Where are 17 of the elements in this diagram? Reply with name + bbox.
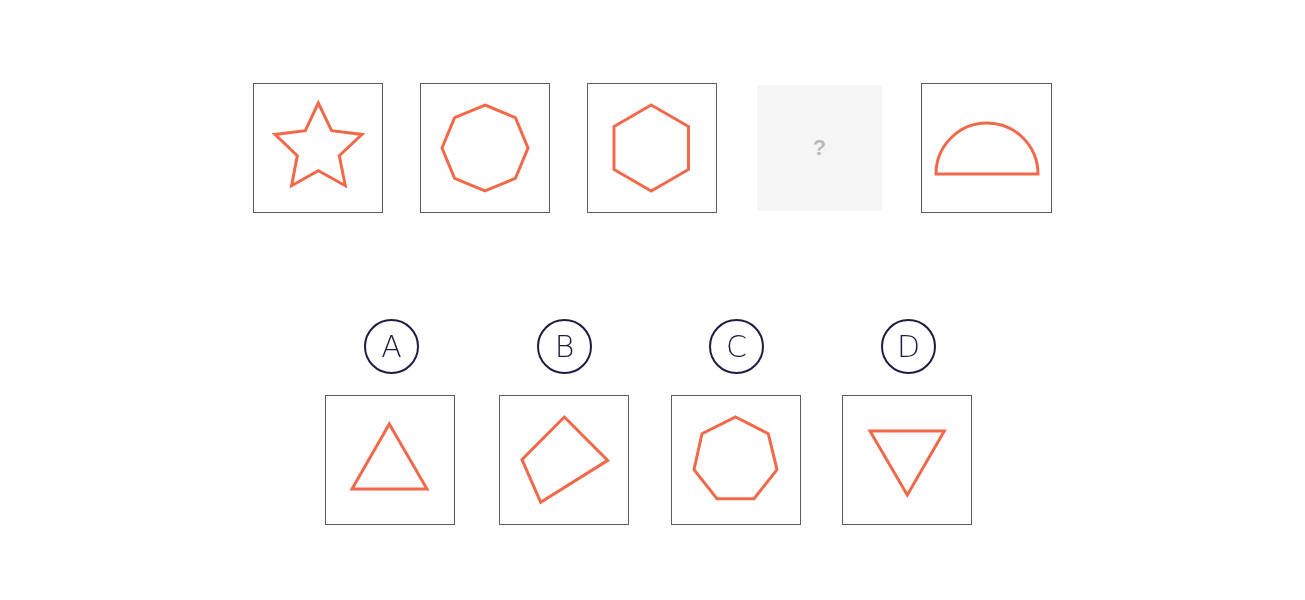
figure-card: [253, 83, 383, 213]
option-circle: [537, 319, 592, 374]
question-mark: ?: [812, 137, 827, 159]
option-letter: D: [896, 331, 921, 362]
figure-card: [842, 395, 972, 525]
figure-card: [671, 395, 801, 525]
option-letter: A: [381, 331, 402, 362]
option-letter: B: [554, 331, 575, 362]
option-letter: C: [726, 331, 747, 362]
figure-card: [921, 83, 1052, 213]
option-circle: [709, 319, 764, 374]
figure-card: [587, 83, 717, 213]
figure-card: [420, 83, 550, 213]
option-circle: [364, 319, 419, 374]
option-circle: [881, 319, 936, 374]
figure-card: [325, 395, 455, 525]
figure-card: [499, 395, 629, 525]
